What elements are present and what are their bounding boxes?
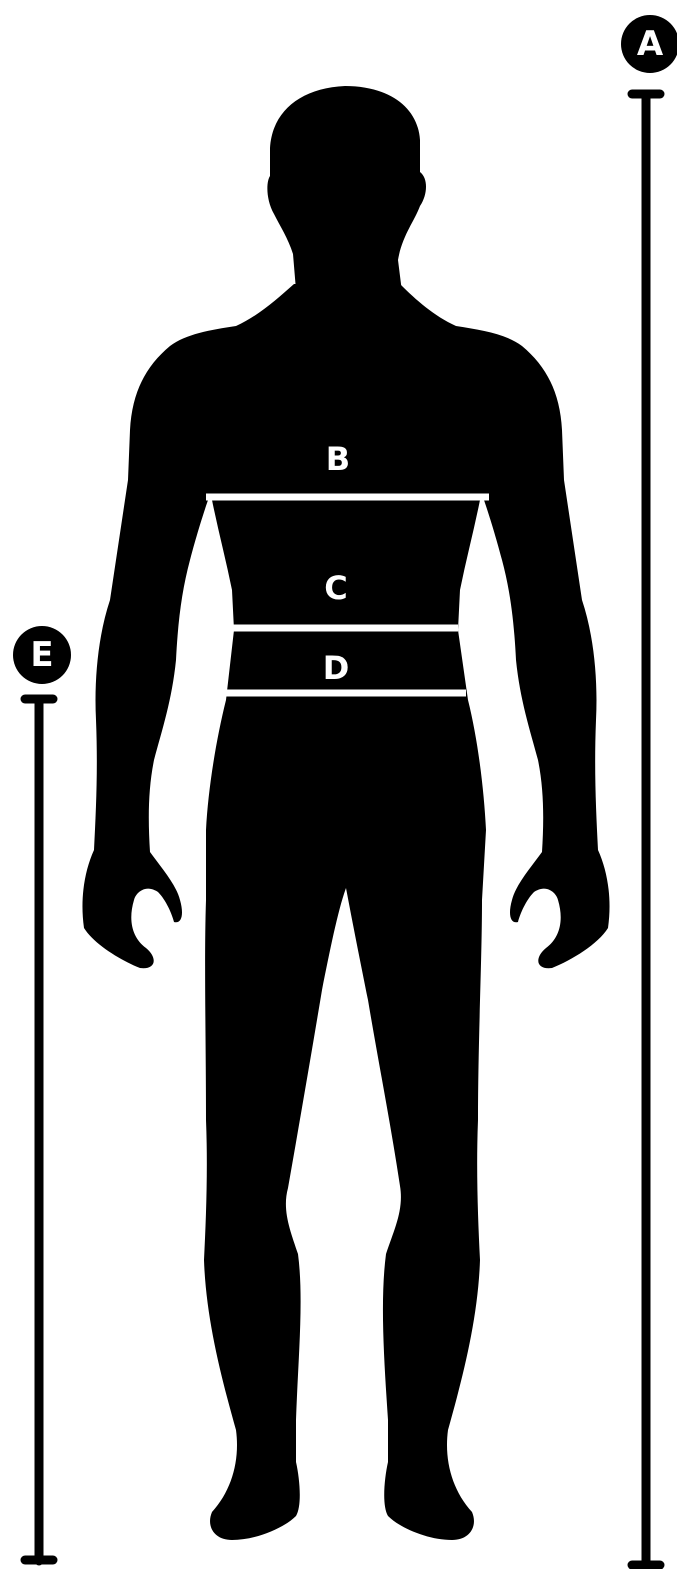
- human-silhouette: [82, 86, 609, 1540]
- marker-a-badge: A: [621, 15, 677, 73]
- marker-c-label: C: [316, 572, 356, 604]
- marker-e-badge: E: [13, 626, 71, 684]
- height-scale-a: [632, 94, 660, 1566]
- silhouette-head: [267, 86, 426, 306]
- marker-e-label: E: [30, 638, 53, 672]
- inseam-scale-e: [25, 699, 53, 1561]
- marker-b-label: B: [318, 443, 358, 475]
- marker-a-label: A: [637, 27, 663, 61]
- marker-d-label: D: [316, 652, 356, 684]
